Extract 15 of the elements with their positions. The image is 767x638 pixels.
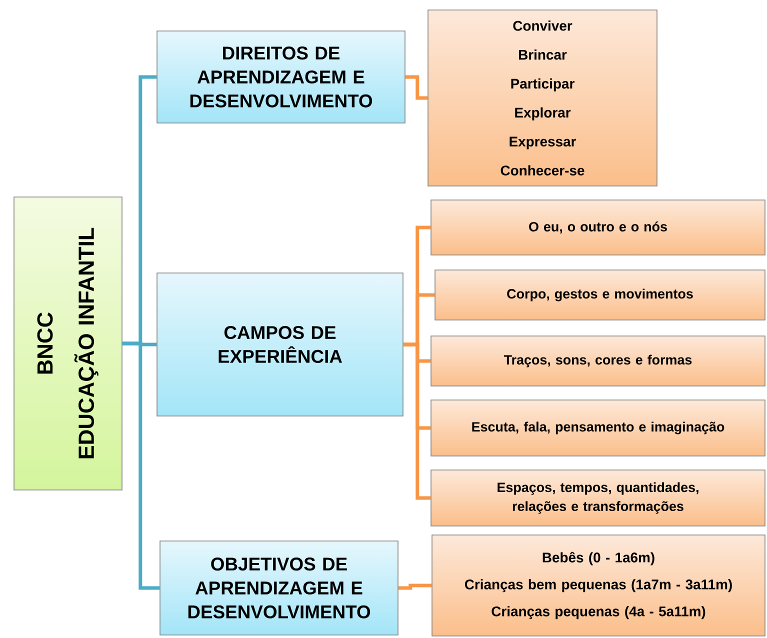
item-box: Escuta, fala, pensamento e imaginação: [430, 400, 766, 456]
item-box: O eu, o outro e o nós: [430, 200, 766, 256]
item-box: Espaços, tempos, quantidades, relações e transformações: [430, 470, 766, 526]
list-box: Conviver Brincar Participar Explorar Expressar Conhecer-se: [428, 10, 658, 186]
connector: [122, 342, 160, 590]
item-box: Corpo, gestos e movimentos: [434, 270, 766, 320]
category-box: OBJETIVOS DE APRENDIZAGEM E DESENVOLVIMENTO: [160, 540, 398, 636]
category-box: CAMPOS DE EXPERIÊNCIA: [156, 272, 404, 416]
category-box: DIREITOS DE APRENDIZAGEM E DESENVOLVIMENTO: [156, 30, 406, 124]
item-box: Traços, sons, cores e formas: [430, 336, 766, 386]
connector: [398, 584, 432, 590]
connector: [403, 342, 431, 500]
connector: [405, 75, 428, 100]
list-box: Bebês (0 - 1a6m) Crianças bem pequenas (1a7m - 3a11m) Crianças pequenas (4a - 5a11m): [432, 534, 766, 636]
root-box: BNCC EDUCAÇÃO INFANTIL: [14, 196, 122, 490]
